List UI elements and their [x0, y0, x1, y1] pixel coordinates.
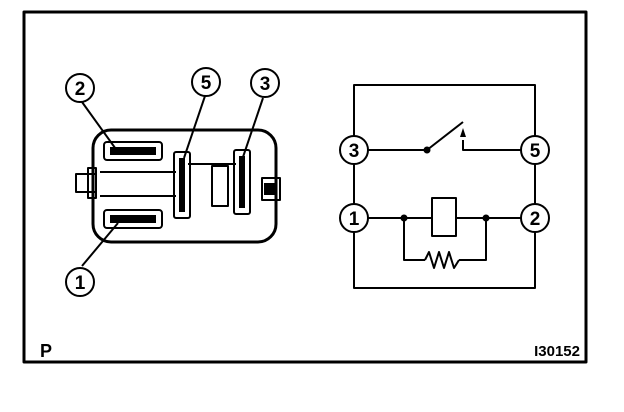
center-slot: [211, 165, 229, 207]
pin-callout-label: 3: [260, 74, 271, 95]
switch-contact: [460, 128, 466, 137]
resistor: [424, 251, 460, 269]
pin-callout-circle: [250, 68, 280, 98]
figure-code: I30152: [534, 343, 580, 360]
terminal-slot-2: [110, 147, 156, 155]
terminal-blade-3: [233, 149, 251, 215]
right-latch: [261, 177, 281, 201]
figure-frame: [22, 10, 588, 364]
corner-mark: P: [40, 341, 52, 361]
leader-line-1: [81, 222, 119, 267]
terminal-blade-2: [103, 141, 163, 161]
terminal-slot-5: [179, 158, 185, 212]
terminal-label: 5: [530, 141, 541, 162]
pin-callout-circle: [191, 67, 221, 97]
terminal-blade-1: [103, 209, 163, 229]
terminal-label: 2: [530, 209, 541, 230]
pin-callout-circle: [65, 267, 95, 297]
leader-line-3: [241, 97, 264, 161]
pin-callout-label: 1: [75, 273, 86, 294]
terminal-label: 3: [349, 141, 360, 162]
right-latch-fill: [264, 183, 276, 195]
terminal-slot-1: [110, 215, 156, 223]
leader-line-2: [81, 101, 119, 153]
terminal-blade-5: [173, 151, 191, 219]
relay-schematic: 3 5 1 2: [339, 84, 550, 289]
switch-arm: [426, 121, 464, 151]
relay-connector: 2 5 3 1: [65, 67, 281, 297]
wire-resistor-right: [459, 218, 487, 261]
leader-line-5: [183, 95, 206, 159]
pin-callout-label: 5: [201, 73, 212, 94]
wire-bottom: [353, 232, 536, 289]
wire-resistor-left: [403, 218, 425, 261]
relay-coil: [431, 197, 457, 237]
pin-callout-label: 2: [75, 79, 86, 100]
wire-switch-right: [462, 140, 521, 151]
pin-callout-circle: [65, 73, 95, 103]
terminal-slot-3: [239, 156, 245, 208]
wire-top: [353, 84, 536, 136]
terminal-label: 1: [349, 209, 360, 230]
terminal-circle: [520, 203, 550, 233]
terminal-circle: [339, 203, 369, 233]
terminal-circle: [520, 135, 550, 165]
left-latch-post: [87, 167, 97, 199]
terminal-circle: [339, 135, 369, 165]
